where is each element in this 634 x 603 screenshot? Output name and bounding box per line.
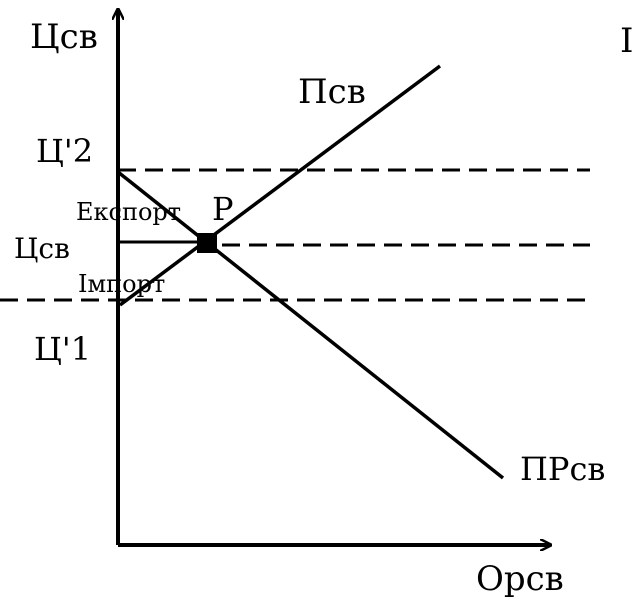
import-label: Імпорт — [78, 270, 165, 298]
price-high-label: Ц'2 — [36, 132, 93, 170]
equilibrium-point — [197, 233, 217, 253]
export-label: Експорт — [76, 198, 181, 226]
supply-label: Псв — [298, 72, 366, 112]
price-low-label: Ц'1 — [34, 330, 91, 368]
equilibrium-label: P — [212, 190, 234, 228]
x-axis-label: Opсв — [476, 559, 564, 599]
demand-curve — [116, 170, 505, 480]
y-axis-label: Цсв — [30, 17, 98, 57]
supply-curve — [118, 64, 442, 307]
corner-fragment-label: I — [620, 21, 633, 61]
price-world-label: Цсв — [14, 232, 70, 265]
demand-label: ПРсв — [520, 450, 605, 488]
